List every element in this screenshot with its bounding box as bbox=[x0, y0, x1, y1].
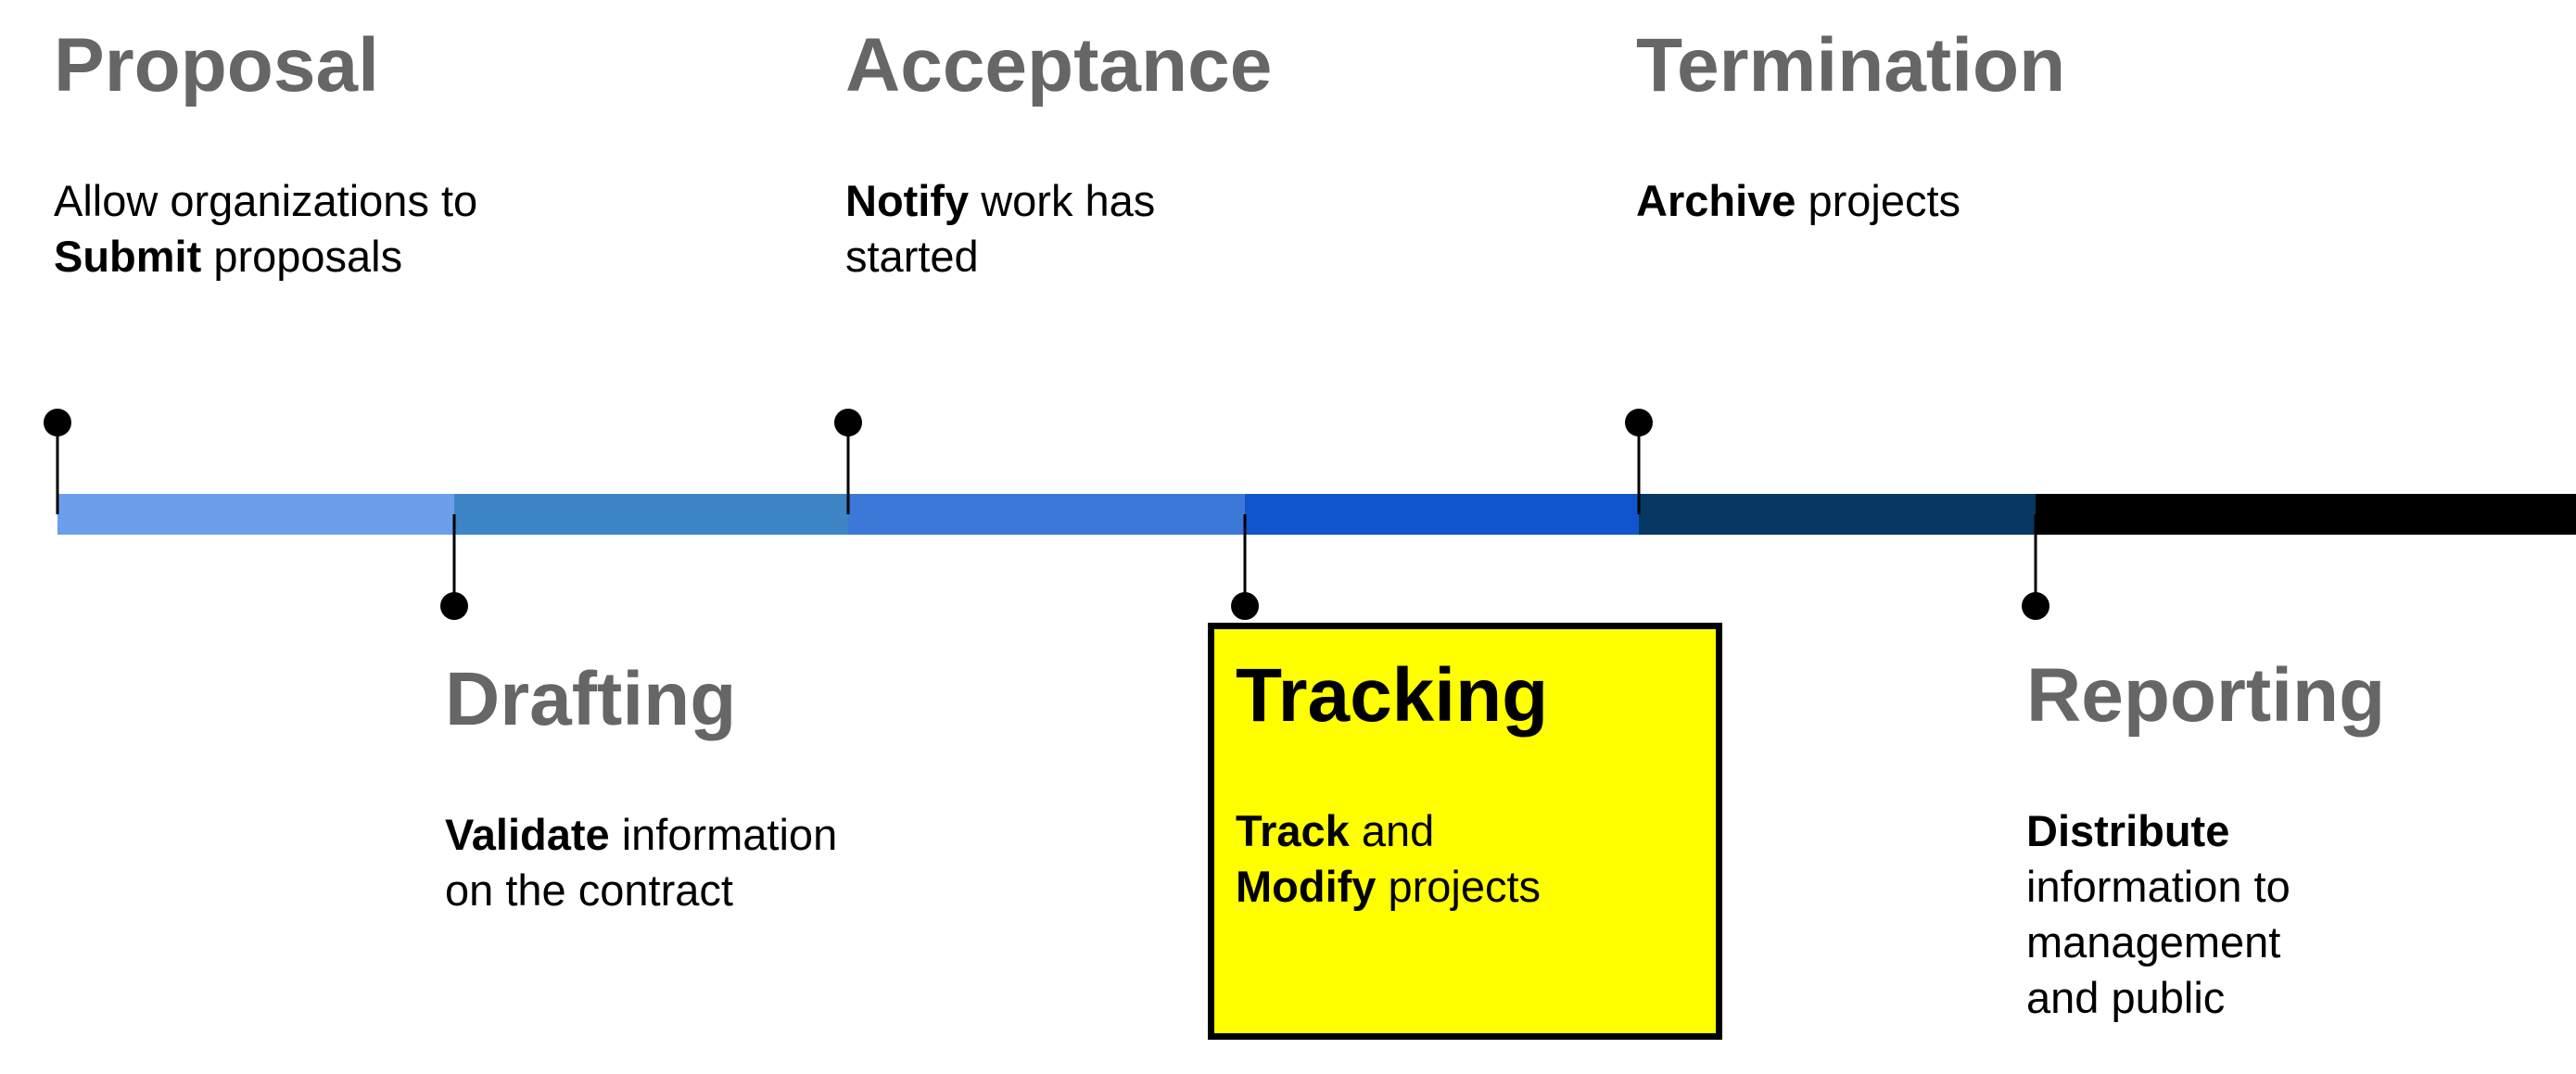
timeline-segment-5 bbox=[1639, 494, 2036, 535]
tracking-highlight-box bbox=[1208, 623, 1722, 1040]
stage-desc-reporting: Distribute information to management and… bbox=[2026, 803, 2385, 1026]
tracking-desc-bold1: Track bbox=[1236, 806, 1350, 855]
tracking-desc-bold2: Modify bbox=[1236, 862, 1377, 911]
marker-dot-acceptance bbox=[834, 409, 862, 436]
drafting-desc-bold: Validate bbox=[445, 810, 610, 859]
stage-title-reporting: Reporting bbox=[2026, 653, 2386, 738]
termination-desc-bold: Archive bbox=[1636, 176, 1796, 225]
tracking-desc-line2: projects bbox=[1376, 862, 1542, 911]
stage-tracking: Tracking Track and Modify projects bbox=[1236, 658, 1548, 915]
acceptance-desc-line2: started bbox=[845, 232, 979, 281]
timeline-segment-3 bbox=[848, 494, 1245, 535]
stage-title-proposal: Proposal bbox=[54, 23, 379, 107]
reporting-desc-line3: management bbox=[2026, 917, 2281, 967]
marker-dot-tracking bbox=[1231, 592, 1259, 620]
reporting-desc-line4: and public bbox=[2026, 973, 2226, 1022]
reporting-desc-line2: information to bbox=[2026, 862, 2290, 911]
acceptance-desc-bold: Notify bbox=[845, 176, 970, 225]
stage-desc-tracking: Track and Modify projects bbox=[1236, 803, 1548, 915]
reporting-desc-bold: Distribute bbox=[2026, 806, 2230, 855]
stage-termination: Termination Archive projects bbox=[1636, 28, 2065, 229]
termination-desc-line1: projects bbox=[1796, 176, 1961, 225]
marker-dot-reporting bbox=[2022, 592, 2049, 620]
timeline-segment-6 bbox=[2036, 494, 2576, 535]
marker-dot-proposal bbox=[44, 409, 71, 436]
stage-proposal: Proposal Allow organizations to Submit p… bbox=[54, 28, 477, 284]
stage-desc-termination: Archive projects bbox=[1636, 173, 2065, 229]
proposal-desc-line1: Allow organizations to bbox=[54, 176, 478, 225]
stage-desc-acceptance: Notify work has started bbox=[845, 173, 1272, 284]
stage-title-tracking: Tracking bbox=[1236, 653, 1549, 738]
tracking-desc-line1: and bbox=[1349, 806, 1435, 855]
drafting-desc-line2: on the contract bbox=[445, 866, 733, 915]
proposal-desc-line2: proposals bbox=[201, 232, 403, 281]
stage-title-acceptance: Acceptance bbox=[845, 23, 1273, 107]
marker-dot-termination bbox=[1625, 409, 1653, 436]
drafting-desc-line1: information bbox=[609, 810, 838, 859]
timeline-segment-4 bbox=[1245, 494, 1639, 535]
stage-desc-proposal: Allow organizations to Submit proposals bbox=[54, 173, 477, 284]
stage-title-termination: Termination bbox=[1636, 23, 2066, 107]
timeline-segment-2 bbox=[454, 494, 848, 535]
stage-reporting: Reporting Distribute information to mana… bbox=[2026, 658, 2385, 1026]
stage-acceptance: Acceptance Notify work has started bbox=[845, 28, 1272, 284]
stage-title-drafting: Drafting bbox=[445, 657, 737, 741]
timeline-segment-1 bbox=[57, 494, 454, 535]
acceptance-desc-line1: work has bbox=[969, 176, 1156, 225]
stage-drafting: Drafting Validate information on the con… bbox=[445, 662, 837, 918]
stage-desc-drafting: Validate information on the contract bbox=[445, 807, 837, 918]
marker-dot-drafting bbox=[440, 592, 468, 620]
proposal-desc-bold: Submit bbox=[54, 232, 202, 281]
